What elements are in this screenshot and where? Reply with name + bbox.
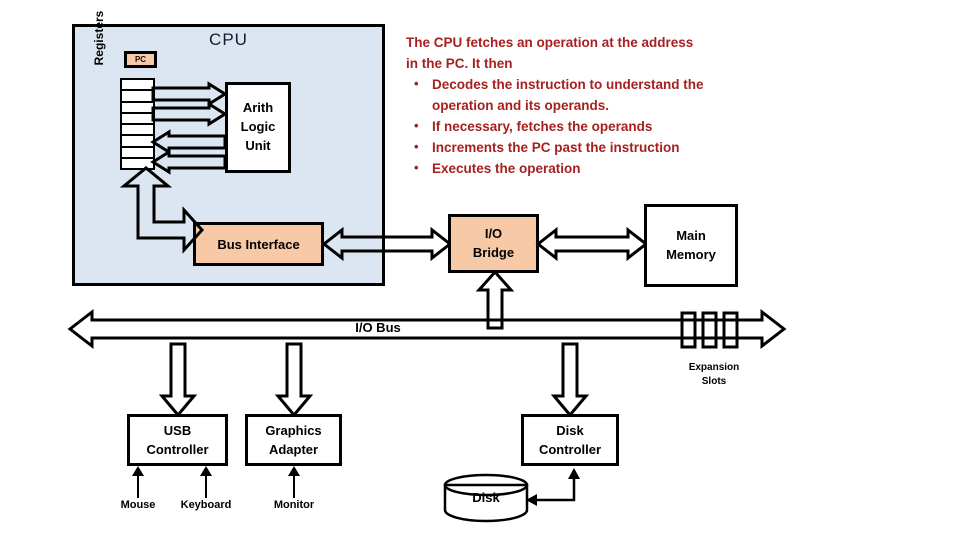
expansion-slots-line-1: Expansion xyxy=(688,362,740,373)
alu-line-3: Unit xyxy=(245,137,271,153)
expansion-slot xyxy=(701,311,718,349)
graphics-adapter-line-1: Graphics xyxy=(265,422,322,438)
register-cell xyxy=(122,103,153,114)
bus-interface-to-registers-arrow xyxy=(119,166,205,254)
expansion-slots-group xyxy=(680,311,739,349)
main-memory-box: Main Memory xyxy=(644,204,738,287)
disk-label: Disk xyxy=(472,490,500,505)
narrative-bullet: Increments the PC past the instruction xyxy=(406,136,766,158)
io-bus-label: I/O Bus xyxy=(355,320,401,335)
usb-controller-line-1: USB xyxy=(163,422,192,438)
usb-controller-line-2: Controller xyxy=(146,442,209,457)
narrative-bullet: If necessary, fetches the operands xyxy=(406,115,766,137)
disk-cylinder xyxy=(443,473,529,523)
narrative-bullet: Executes the operation xyxy=(406,157,766,179)
io-bus-bar xyxy=(67,308,787,350)
register-cell xyxy=(122,80,153,92)
disk-controller-line-2: Controller xyxy=(538,442,602,457)
alu-line-1: Arith xyxy=(242,100,274,116)
expansion-slot xyxy=(680,311,697,349)
expansion-slot xyxy=(722,311,739,349)
register-stack xyxy=(120,78,155,170)
expansion-slots-label: Expansion Slots xyxy=(676,361,752,389)
mouse-to-usb-arrow xyxy=(132,466,144,498)
registers-label: Registers xyxy=(92,10,106,66)
disk-controller-box: Disk Controller xyxy=(521,414,619,466)
io-bus-to-bridge-arrow xyxy=(475,269,515,330)
io-bridge-line-2: Bridge xyxy=(472,244,515,260)
register-cell xyxy=(122,159,153,168)
register-cell xyxy=(122,136,153,148)
arithmetic-logic-unit-box: Arith Logic Unit xyxy=(225,82,291,173)
register-cell xyxy=(122,114,153,125)
register-cell xyxy=(122,91,153,103)
io-bridge-box: I/O Bridge xyxy=(448,214,539,273)
disk-controller-line-1: Disk xyxy=(556,422,584,438)
bus-interface-io-bridge-arrow xyxy=(321,226,453,262)
narrative-lead-line-1: The CPU fetches an operation at the addr… xyxy=(406,35,694,50)
narrative-bullet-list: Decodes the instruction to understand th… xyxy=(406,73,766,179)
expansion-slots-line-2: Slots xyxy=(701,376,727,387)
io-bridge-main-memory-arrow xyxy=(535,226,649,262)
register-cell xyxy=(122,148,153,159)
graphics-adapter-line-2: Adapter xyxy=(268,442,319,457)
narrative-lead-line-2: in the PC. It then xyxy=(406,56,513,71)
main-memory-line-1: Main xyxy=(676,227,706,243)
disk-controller-to-disk-connector xyxy=(526,468,580,506)
narrative-bullet: Decodes the instruction to understand th… xyxy=(406,73,766,116)
cpu-title: CPU xyxy=(209,30,248,49)
bus-to-usb-controller-arrow xyxy=(158,342,198,418)
bus-interface-box: Bus Interface xyxy=(193,222,324,266)
registers-alu-arrows xyxy=(150,81,228,175)
bus-to-disk-controller-arrow xyxy=(550,342,590,418)
monitor-to-graphics-arrow xyxy=(288,466,300,498)
bus-to-graphics-adapter-arrow xyxy=(274,342,314,418)
program-counter-box: PC xyxy=(124,51,157,68)
mouse-label: Mouse xyxy=(120,499,156,511)
keyboard-to-usb-arrow xyxy=(200,466,212,498)
narrative-text-block: The CPU fetches an operation at the addr… xyxy=(406,32,766,179)
usb-controller-box: USB Controller xyxy=(127,414,228,466)
alu-line-2: Logic xyxy=(240,119,276,135)
graphics-adapter-box: Graphics Adapter xyxy=(245,414,342,466)
monitor-label: Monitor xyxy=(273,499,315,511)
keyboard-label: Keyboard xyxy=(180,499,232,511)
register-cell xyxy=(122,125,153,137)
main-memory-line-2: Memory xyxy=(666,246,716,262)
io-bridge-line-1: I/O xyxy=(484,225,503,241)
